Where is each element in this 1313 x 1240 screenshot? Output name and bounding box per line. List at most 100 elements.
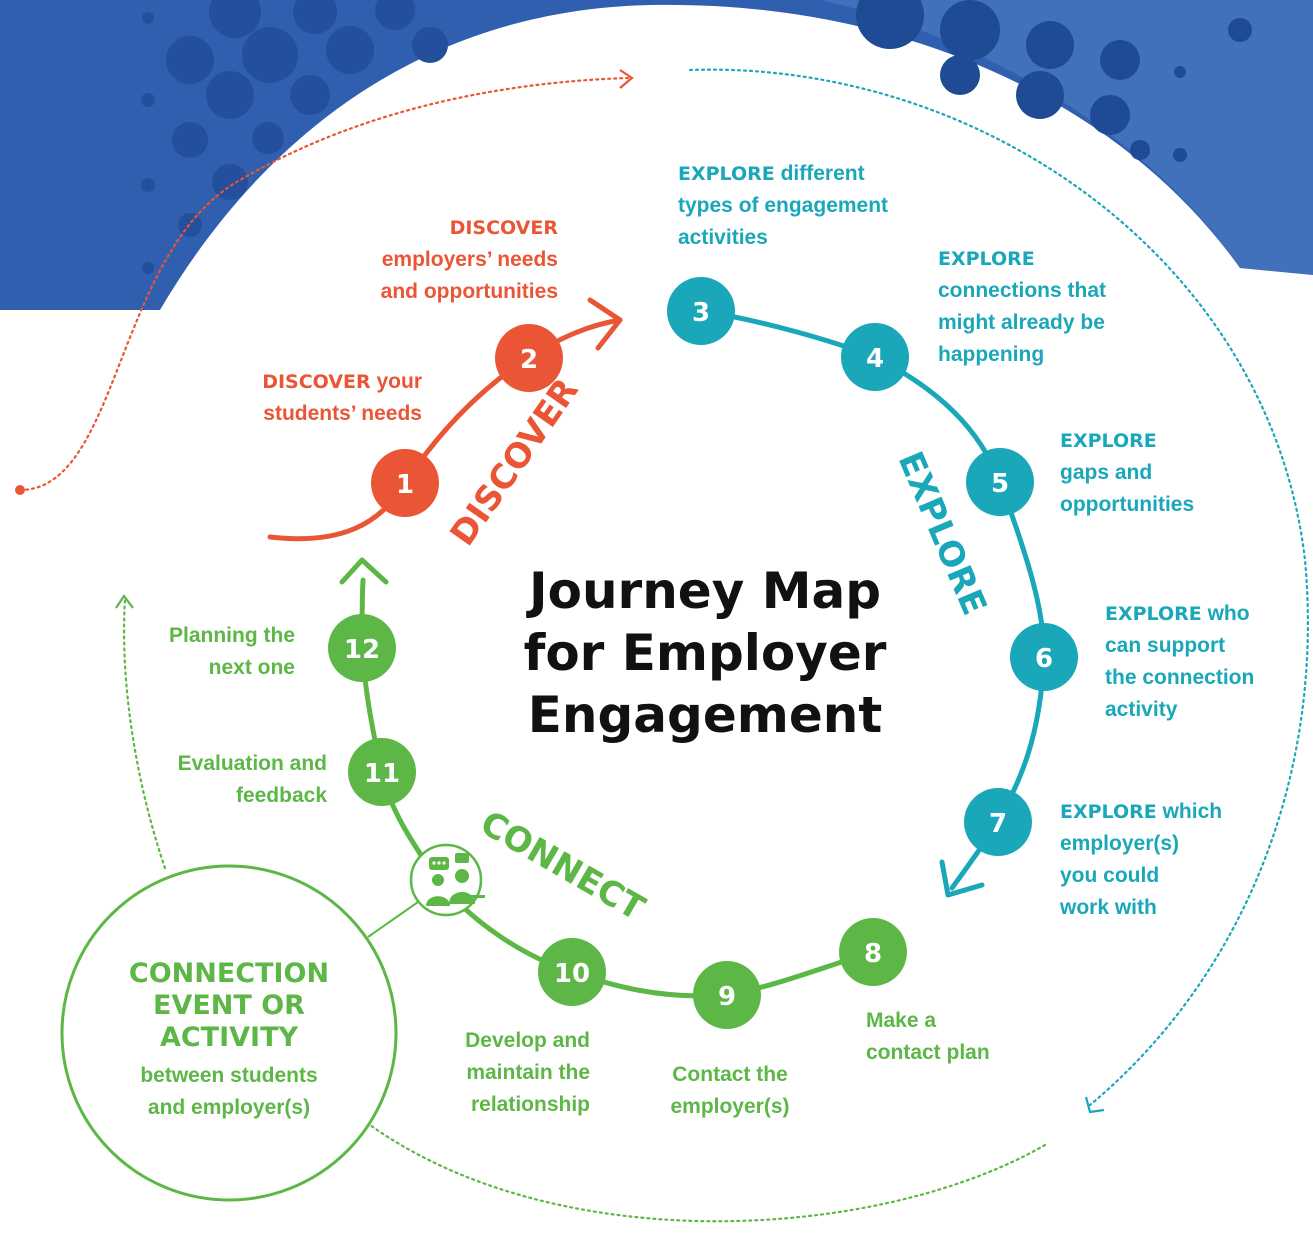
phase-label-discover: DISCOVER [443,371,587,553]
explore-arrowhead [939,859,985,898]
connection-sub-line-2: and employer(s) [147,1096,311,1119]
blue-halftone-background [0,0,1313,310]
step-10-text-3: relationship [470,1093,590,1116]
step-9-label: Contact the employer(s) [640,1059,820,1123]
step-1-text: your [376,370,422,393]
discover-arrowhead [587,297,623,351]
page-title: Journey Map for Employer Engagement [500,560,910,746]
step-9-marker: 9 [693,961,761,1029]
step-6-text-3: the connection [1105,666,1255,689]
step-11-label: Evaluation and feedback [137,748,327,812]
step-6-marker: 6 [1010,623,1078,691]
connection-link-line [367,901,419,938]
step-6-text: who [1207,602,1250,625]
step-3-text-2: types of engagement [678,194,889,217]
connection-event-circle [60,864,398,1202]
step-1-number: 1 [396,470,414,500]
step-12-marker: 12 [328,614,396,682]
step-11-text-2: feedback [235,784,327,807]
people-meeting-icon [409,843,485,917]
dotted-arrowhead-orange [619,69,634,89]
step-6-text-4: activity [1105,698,1178,721]
step-6-label: EXPLORE who can support the connection a… [1105,598,1305,726]
dotted-outer-loop [18,68,1309,1223]
step-1-label: DISCOVER your students’ needs [180,366,422,430]
step-2-marker: 2 [495,324,563,392]
step-12-number: 12 [344,635,380,665]
step-3-marker: 3 [667,277,735,345]
step-8-number: 8 [864,939,882,969]
connection-title-line-3: ACTIVITY [159,1022,299,1053]
step-1-keyword: DISCOVER [262,371,371,393]
step-10-number: 10 [554,959,590,989]
title-line-1: Journey Map [528,562,881,620]
step-5-keyword: EXPLORE [1060,430,1157,452]
step-7-label: EXPLORE which employer(s) you could work… [1060,796,1280,924]
step-4-marker: 4 [841,323,909,391]
step-7-number: 7 [989,809,1007,839]
step-6-text-2: can support [1105,634,1226,657]
step-3-text-3: activities [678,226,768,249]
step-2-number: 2 [520,345,538,375]
step-1-text-2: students’ needs [263,402,422,425]
step-4-label: EXPLORE connections that might already b… [938,243,1158,371]
step-5-text-2: opportunities [1060,493,1195,516]
step-3-keyword: EXPLORE [678,163,775,185]
step-9-text: Contact the [672,1063,788,1086]
step-6-number: 6 [1035,644,1053,674]
step-10-marker: 10 [538,938,606,1006]
step-7-text-3: you could [1060,864,1160,887]
step-7-text-4: work with [1060,896,1157,919]
step-3-label: EXPLORE different types of engagement ac… [678,158,938,254]
step-2-text: employers’ needs [381,248,558,271]
step-5-label: EXPLORE gaps and opportunities [1060,425,1260,521]
step-3-text: different [780,162,865,185]
dotted-arrowhead-green [115,594,134,609]
step-6-keyword: EXPLORE [1105,603,1202,625]
step-1-marker: 1 [371,449,439,517]
step-10-text-2: maintain the [466,1061,590,1084]
step-2-label: DISCOVER employers’ needs and opportunit… [300,212,558,308]
step-5-number: 5 [991,469,1009,499]
step-8-text-2: contact plan [866,1041,990,1064]
step-10-text: Develop and [465,1029,590,1052]
step-4-number: 4 [866,344,884,374]
step-9-number: 9 [718,982,736,1012]
step-5-text: gaps and [1060,461,1153,484]
step-4-text-3: happening [938,343,1045,366]
title-line-3: Engagement [527,686,883,744]
step-2-keyword: DISCOVER [449,217,558,239]
connect-arrowhead [339,557,389,585]
step-7-text-2: employer(s) [1060,832,1180,855]
step-7-keyword: EXPLORE [1060,801,1157,823]
dotted-arrowhead-teal [1084,1096,1105,1114]
step-3-number: 3 [692,298,710,328]
phase-label-connect: CONNECT [474,803,652,929]
title-line-2: for Employer [523,624,887,682]
step-4-text: connections that [938,279,1107,302]
step-4-text-2: might already be [938,311,1105,334]
connection-event-title: CONNECTION EVENT OR ACTIVITY [98,958,360,1054]
step-10-label: Develop and maintain the relationship [420,1025,590,1121]
connection-title-line-1: CONNECTION [128,958,330,989]
step-8-marker: 8 [839,918,907,986]
step-2-text-2: and opportunities [380,280,558,303]
step-11-number: 11 [364,759,400,789]
connection-title-line-2: EVENT OR [153,990,305,1021]
step-11-marker: 11 [348,738,416,806]
step-7-text: which [1162,800,1223,823]
step-11-text: Evaluation and [177,752,327,775]
step-12-text: Planning the [169,624,295,647]
step-4-keyword: EXPLORE [938,248,1035,270]
discover-path [267,317,623,542]
step-9-text-2: employer(s) [670,1095,790,1118]
step-12-text-2: next one [208,656,295,679]
step-8-label: Make a contact plan [866,1005,1056,1069]
step-8-text: Make a [866,1009,937,1032]
step-12-label: Planning the next one [130,620,295,684]
step-7-marker: 7 [964,788,1032,856]
step-5-marker: 5 [966,448,1034,516]
connection-event-subtitle: between students and employer(s) [98,1060,360,1124]
loop-start-dot [15,485,25,495]
